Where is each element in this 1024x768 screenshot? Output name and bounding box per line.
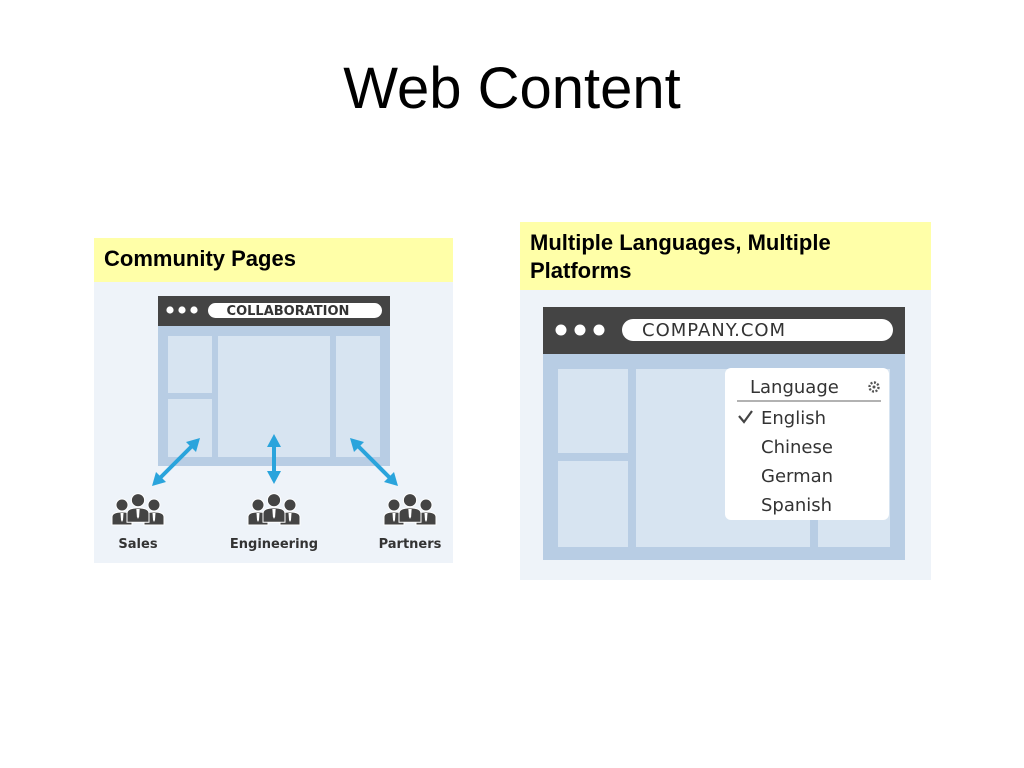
engineering-people-icon	[247, 493, 301, 526]
language-option-chinese[interactable]: Chinese	[761, 437, 833, 458]
engineering-arrow-icon	[267, 434, 281, 484]
language-menu-title: Language	[750, 377, 839, 398]
partners-label: Partners	[379, 537, 442, 552]
partners-people-icon	[383, 493, 437, 526]
partners-arrow-icon	[350, 438, 398, 486]
multiple-languages-panel: Multiple Languages, Multiple Platforms C…	[520, 222, 931, 580]
sales-label: Sales	[118, 537, 157, 552]
language-option-spanish[interactable]: Spanish	[761, 495, 832, 516]
company-address-text: COMPANY.COM	[642, 320, 786, 341]
language-option-english[interactable]: English	[761, 408, 826, 429]
community-pages-panel: Community Pages COLLABORATION	[94, 238, 453, 563]
language-dropdown-menu[interactable]: Language English Chinese German Spanish	[725, 368, 889, 520]
sales-arrow-icon	[152, 438, 200, 486]
multiple-languages-heading: Multiple Languages, Multiple Platforms	[520, 222, 931, 290]
sales-people-icon	[111, 493, 165, 526]
collaboration-illustration: COLLABORATION	[111, 296, 442, 552]
engineering-label: Engineering	[230, 537, 318, 552]
collaboration-address-bar	[208, 303, 382, 318]
checkmark-icon	[738, 410, 753, 424]
collaboration-browser-window: COLLABORATION	[158, 296, 390, 466]
gear-icon	[868, 381, 880, 393]
community-pages-heading: Community Pages	[94, 238, 453, 282]
connection-arrows	[152, 434, 398, 486]
language-option-german[interactable]: German	[761, 466, 833, 487]
collaboration-address-text: COLLABORATION	[227, 304, 350, 319]
company-site-illustration: COMPANY.COM Language English Chinese Ger…	[543, 307, 905, 560]
slide-title: Web Content	[343, 56, 681, 121]
company-address-bar	[622, 319, 893, 341]
